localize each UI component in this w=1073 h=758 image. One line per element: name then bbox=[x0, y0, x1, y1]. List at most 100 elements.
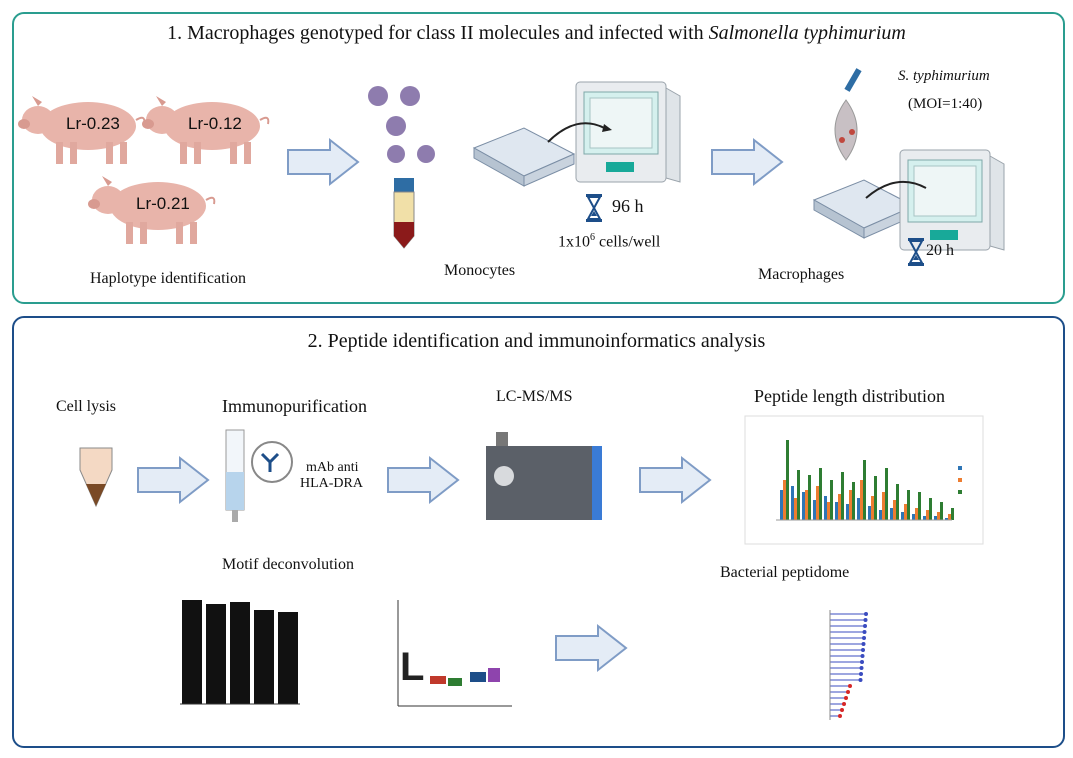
length-bar bbox=[951, 508, 954, 520]
panel1-title-species: Salmonella typhimurium bbox=[708, 22, 906, 44]
incubator-2-icon bbox=[899, 149, 1005, 251]
length-bar bbox=[830, 480, 833, 520]
length-bar bbox=[893, 500, 896, 520]
lysis-tube-icon bbox=[79, 447, 113, 508]
length-bar bbox=[885, 468, 888, 520]
length-bar bbox=[835, 502, 838, 520]
length-bar bbox=[813, 500, 816, 520]
enrichment-point bbox=[861, 642, 866, 646]
length-bar bbox=[912, 514, 915, 520]
length-bar bbox=[868, 506, 871, 520]
length-bar bbox=[846, 504, 849, 520]
length-bar bbox=[871, 496, 874, 520]
length-bar bbox=[890, 508, 893, 520]
enrichment-point bbox=[860, 660, 864, 664]
length-bar bbox=[907, 490, 910, 520]
length-bar bbox=[904, 504, 907, 520]
enrichment-point bbox=[846, 690, 850, 694]
enrichment-point bbox=[860, 654, 865, 658]
enrichment-point bbox=[844, 696, 848, 700]
panel1-title-text: 1. Macrophages genotyped for class II mo… bbox=[167, 22, 709, 44]
haplotype-label: Haplotype identification bbox=[90, 270, 246, 287]
peptide-length-chart bbox=[744, 415, 984, 545]
enrichment-point bbox=[861, 648, 865, 652]
svg-text:L: L bbox=[400, 645, 424, 689]
length-bar bbox=[824, 496, 827, 520]
lcms-label: LC-MS/MS bbox=[496, 388, 573, 405]
enrichment-point bbox=[862, 630, 867, 634]
sequence-logo: L bbox=[397, 600, 512, 707]
length-bar bbox=[805, 490, 808, 520]
cells-prefix: 1x10 bbox=[558, 233, 590, 251]
length-bar bbox=[929, 498, 932, 520]
panel-immunopeptidomics bbox=[12, 316, 1065, 748]
pig-label-2: Lr-0.12 bbox=[188, 114, 242, 133]
pig-label-1: Lr-0.23 bbox=[66, 114, 120, 133]
duration-20h: 20 h bbox=[926, 242, 954, 259]
length-bar bbox=[901, 512, 904, 520]
enrichment-point bbox=[863, 624, 867, 628]
antibody-magnifier-icon bbox=[251, 441, 293, 483]
enrichment-point bbox=[840, 708, 844, 712]
length-bar bbox=[783, 480, 786, 520]
length-bar bbox=[780, 490, 783, 520]
length-bar bbox=[863, 460, 866, 520]
length-bar bbox=[926, 510, 929, 520]
cells-suffix: cells/well bbox=[595, 233, 661, 251]
length-bar bbox=[791, 486, 794, 520]
cells-exponent: 6 bbox=[590, 232, 595, 243]
length-bar bbox=[857, 498, 860, 520]
length-bar bbox=[797, 470, 800, 520]
length-bar bbox=[915, 508, 918, 520]
length-bar bbox=[802, 492, 805, 520]
monocyte-cells-icon bbox=[368, 86, 435, 163]
infected-plate-icon bbox=[813, 179, 915, 239]
cell-density-label: 1x106 cells/well bbox=[558, 232, 660, 251]
length-bar bbox=[896, 484, 899, 520]
monocytes-label: Monocytes bbox=[444, 262, 516, 279]
bacterial-peptidome-label: Bacterial peptidome bbox=[720, 564, 850, 581]
macrophages-label: Macrophages bbox=[758, 266, 845, 283]
enrichment-point bbox=[859, 666, 864, 670]
length-bar bbox=[860, 480, 863, 520]
length-bar bbox=[827, 502, 830, 520]
length-bar bbox=[786, 440, 789, 520]
antibody-label-1: mAb anti bbox=[306, 460, 359, 475]
immunopurification-label: Immunopurification bbox=[222, 396, 367, 416]
cell-lysis-label: Cell lysis bbox=[56, 398, 117, 415]
antibody-label-2: HLA-DRA bbox=[300, 476, 363, 491]
enrichment-point bbox=[863, 618, 868, 622]
length-distribution-label: Peptide length distribution bbox=[754, 386, 945, 406]
length-bar bbox=[794, 498, 797, 520]
duration-96h: 96 h bbox=[612, 196, 644, 216]
enrichment-point bbox=[859, 672, 863, 676]
bacteria-pipette-icon bbox=[834, 68, 862, 161]
hourglass-96h-icon bbox=[585, 193, 603, 223]
incubator-icon bbox=[575, 81, 681, 183]
panel1-title: 1. Macrophages genotyped for class II mo… bbox=[0, 22, 1073, 45]
length-bar bbox=[816, 486, 819, 520]
mass-spectrometer-icon bbox=[486, 432, 602, 520]
length-bar bbox=[937, 512, 940, 520]
species-short-label: S. typhimurium bbox=[898, 68, 990, 84]
length-bar bbox=[841, 472, 844, 520]
motif-bar-chart bbox=[180, 600, 300, 705]
peptidome-enrichment-chart bbox=[829, 610, 868, 720]
enrichment-point bbox=[864, 612, 868, 616]
panel-infection bbox=[12, 12, 1065, 304]
length-bars bbox=[780, 440, 954, 520]
length-bar bbox=[849, 490, 852, 520]
length-bar bbox=[918, 492, 921, 520]
arrow-to-monocytes-icon bbox=[287, 139, 359, 185]
enrichment-point bbox=[848, 684, 852, 688]
length-bar bbox=[945, 518, 948, 520]
length-bar bbox=[923, 516, 926, 520]
enrichment-point bbox=[858, 678, 863, 682]
enrichment-point bbox=[838, 714, 842, 718]
pig-label-3: Lr-0.21 bbox=[136, 194, 190, 213]
length-bar bbox=[852, 482, 855, 520]
moi-label: (MOI=1:40) bbox=[908, 96, 983, 112]
enrichment-point bbox=[862, 636, 866, 640]
length-bar bbox=[838, 494, 841, 520]
